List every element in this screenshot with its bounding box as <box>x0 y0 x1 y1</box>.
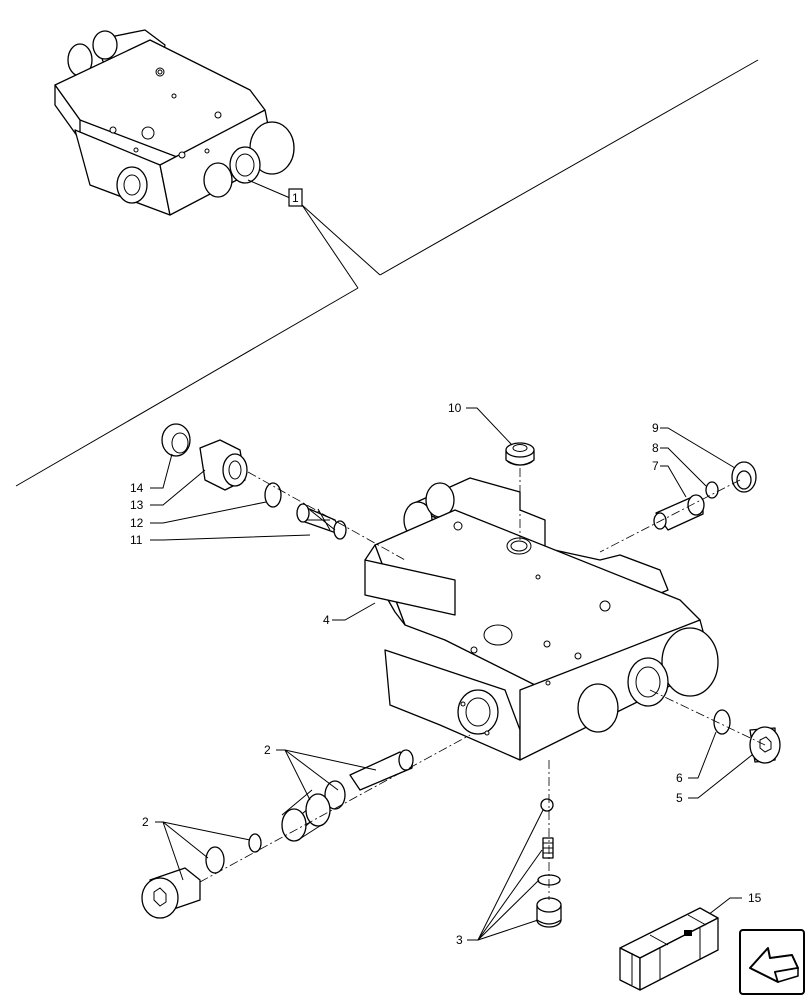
label-15: 15 <box>748 891 762 905</box>
part-11-filter <box>247 471 406 561</box>
label-6: 6 <box>676 771 683 785</box>
back-arrow-icon[interactable] <box>739 929 805 995</box>
label-3: 3 <box>456 933 463 947</box>
part-7-cartridge <box>599 479 741 553</box>
part-6-oring <box>713 709 731 735</box>
label-8: 8 <box>652 441 659 455</box>
label-11: 11 <box>130 533 143 547</box>
part-2-spool <box>349 749 414 791</box>
part-12-oring <box>264 482 282 508</box>
part-2-orings <box>205 833 262 874</box>
label-4: 4 <box>323 613 330 627</box>
label-5: 5 <box>676 791 683 805</box>
label-2-top: 2 <box>264 743 271 757</box>
leader-lines <box>150 407 753 941</box>
part-8-oring <box>705 481 719 499</box>
valve-body-4 <box>364 477 719 761</box>
part-5-plug <box>649 689 781 764</box>
callout-1: 1 <box>288 188 381 289</box>
part-labels: 10 9 8 7 14 13 12 11 4 2 2 3 6 5 15 <box>130 401 762 947</box>
label-7: 7 <box>652 459 659 473</box>
part-13-fitting <box>199 439 248 491</box>
inset-separator-lines <box>15 59 759 487</box>
label-13: 13 <box>130 498 144 512</box>
label-14: 14 <box>130 481 144 495</box>
inset-valve-assembly <box>54 29 295 216</box>
part-10-plug <box>505 442 535 540</box>
part-2-plug <box>141 734 471 919</box>
part-14-plug <box>161 423 191 457</box>
part-9-plug <box>731 461 757 493</box>
part-3-plug <box>536 760 562 928</box>
label-2-bottom: 2 <box>142 815 149 829</box>
part-3-spring <box>542 837 554 859</box>
label-10: 10 <box>448 401 462 415</box>
label-9: 9 <box>652 421 659 435</box>
callout-1-label: 1 <box>292 191 299 205</box>
label-12: 12 <box>130 516 144 530</box>
part-3-ball <box>540 798 554 812</box>
kit-crate-icon <box>619 907 719 991</box>
part-2-spring <box>281 780 346 842</box>
